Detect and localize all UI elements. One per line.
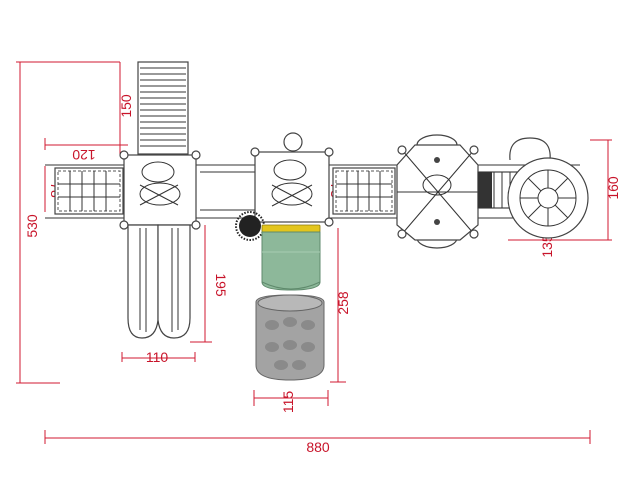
- bristle-disk: [235, 211, 265, 241]
- dim-tower-height: 160: [605, 176, 621, 200]
- double-slide: [127, 224, 191, 339]
- dim-tower-width: 135: [539, 234, 555, 258]
- dim-overall-width: 880: [306, 439, 330, 455]
- dimension-lines: [16, 61, 612, 444]
- round-tower: [507, 137, 589, 239]
- dim-slide-length: 195: [213, 273, 229, 297]
- dim-tunnel-length: 258: [335, 291, 351, 315]
- dim-left-platform-width: 120: [72, 147, 96, 163]
- dim-ladder-height: 150: [118, 94, 134, 118]
- green-tunnel: [261, 231, 321, 291]
- left-platform: [119, 150, 201, 230]
- tunnel-entry-bar: [261, 224, 321, 233]
- right-lattice-panel: [332, 167, 396, 215]
- crawl-tube: [255, 294, 325, 381]
- left-lattice-panel: [54, 167, 124, 215]
- dim-tunnel-width: 115: [280, 391, 296, 414]
- octagon-platform: [396, 134, 479, 249]
- dim-overall-height: 530: [24, 214, 40, 238]
- middle-platform: [250, 132, 334, 227]
- dim-slide-width: 110: [146, 349, 169, 365]
- ladder: [137, 61, 189, 155]
